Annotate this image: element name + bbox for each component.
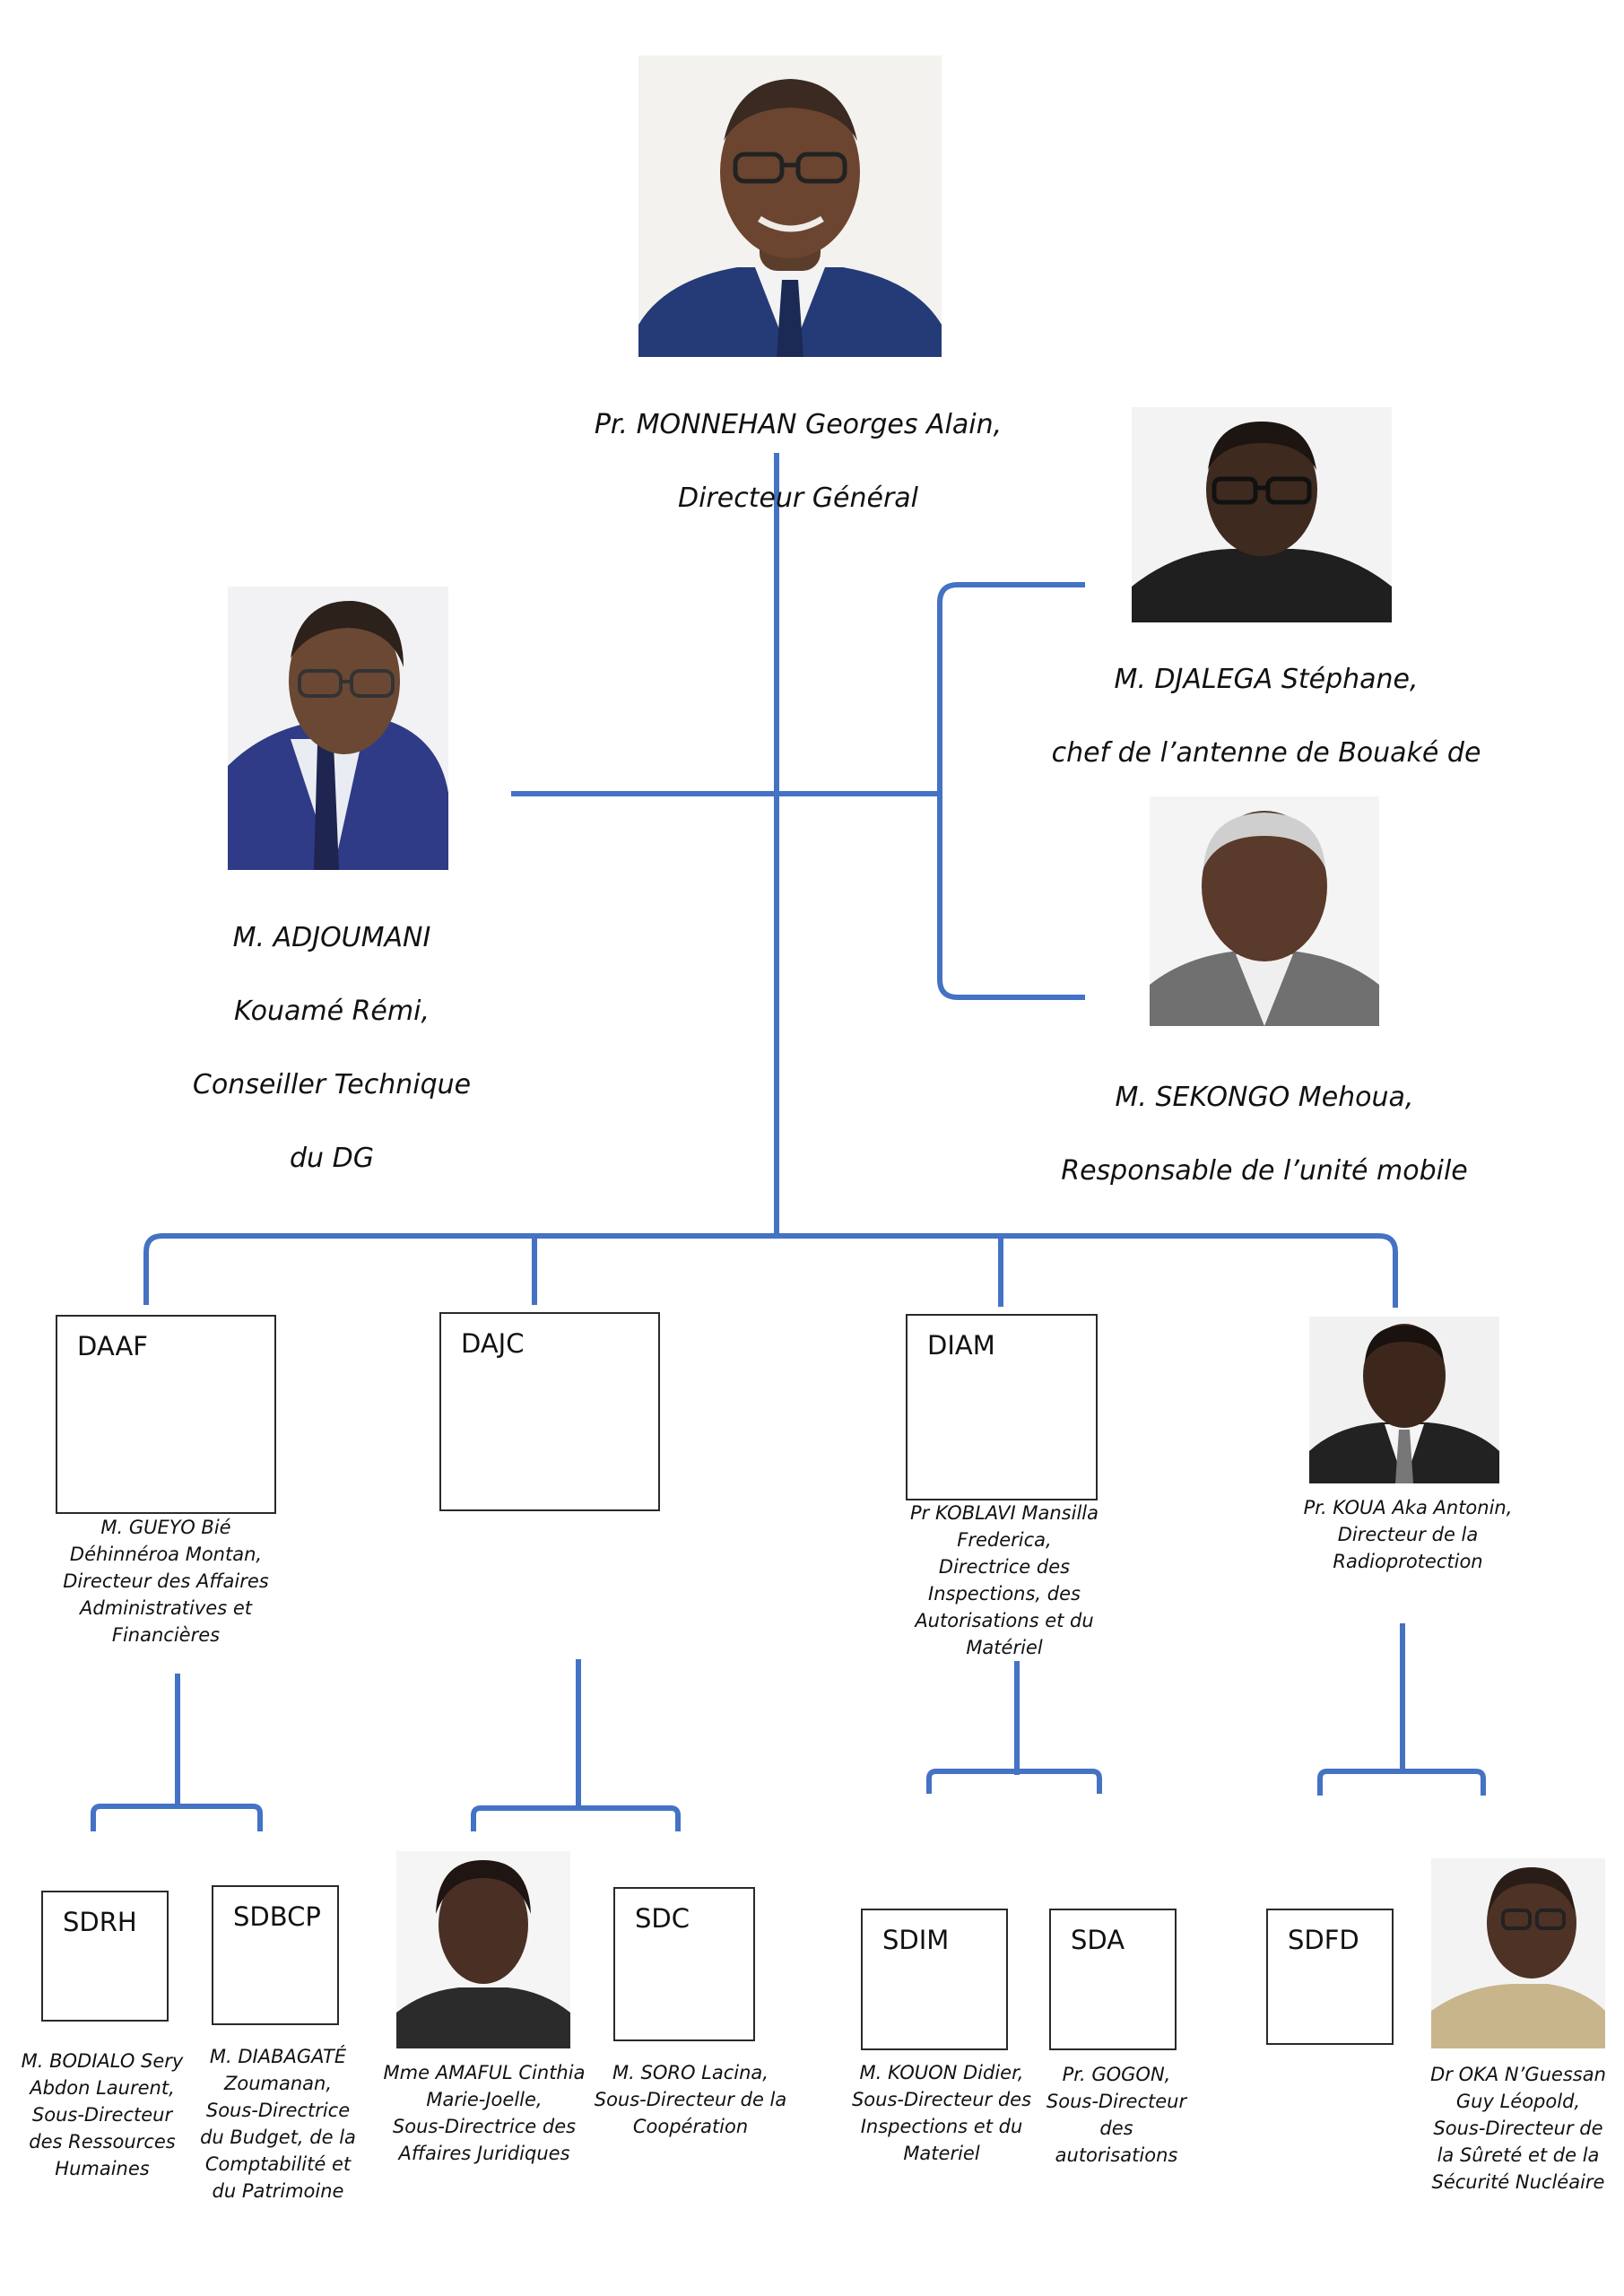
person-photo-icon [1309,1317,1499,1483]
subdirectorate-caption-sdrh: M. BODIALO Sery Abdon Laurent, Sous-Dire… [21,2050,184,2179]
director-general-name: Pr. MONNEHAN Georges Alain, [594,409,1003,440]
directorate-caption-daaf: M. GUEYO Bié Déhinnéroa Montan, Directeu… [63,1517,269,1646]
technical-advisor-name: M. ADJOUMANI [232,922,431,953]
subdirectorate-caption-sdbcp: M. DIABAGATÉ Zoumanan, Sous-Directrice d… [200,2046,356,2202]
subdirectorate-caption-legal-affairs: Mme AMAFUL Cinthia Marie-Joelle, Sous-Di… [383,2062,586,2164]
directorate-box-daaf[interactable]: DAAF [56,1315,276,1514]
director-general-caption: Pr. MONNEHAN Georges Alain, Directeur Gé… [538,370,1058,553]
director-general-photo [638,56,942,357]
radioprotection-bracket [1317,1769,1486,1796]
person-photo-icon [1132,407,1392,622]
director-general-title: Directeur Général [677,483,919,514]
person-photo-icon [1431,1858,1605,2048]
technical-advisor-title: Conseiller Technique [192,1069,472,1100]
subdirectorate-caption-sda: Pr. GOGON, Sous-Directeur des autorisati… [1046,2064,1187,2166]
legal-affairs-subdirector-photo [396,1851,570,2048]
subdirectorate-box-sdfd[interactable]: SDFD [1266,1909,1394,2045]
person-photo-icon [1150,796,1379,1026]
bouake-antenna-title: chef de l’antenne de Bouaké de [1051,737,1481,769]
directorate-code: DAJC [461,1328,525,1359]
directorate-code: DIAM [927,1330,995,1361]
directorate-box-dajc[interactable]: DAJC [439,1312,660,1511]
subdirectorate-box-sdrh[interactable]: SDRH [41,1891,169,2022]
daaf-bracket [91,1804,263,1831]
mobile-unit-title: Responsable de l’unité mobile [1061,1155,1468,1187]
person-photo-icon [228,587,448,870]
subdirectorate-code: SDC [635,1903,690,1934]
subdirectorate-caption-sdc: M. SORO Lacina, Sous-Directeur de la Coo… [594,2062,787,2137]
bouake-antenna-name: M. DJALEGA Stéphane, [1114,664,1419,695]
mobile-unit-name: M. SEKONGO Mehoua, [1115,1082,1414,1113]
subdirectorate-code: SDFD [1288,1925,1359,1955]
dajc-bracket [471,1805,681,1831]
technical-advisor-title-line2: du DG [290,1143,374,1174]
subdirectorate-box-sda[interactable]: SDA [1049,1909,1177,2050]
bouake-antenna-photo [1132,407,1392,622]
subdirectorate-code: SDA [1071,1925,1125,1955]
technical-advisor-caption: M. ADJOUMANI Kouamé Rémi, Conseiller Tec… [170,883,493,1213]
diam-bracket [926,1769,1102,1794]
technical-advisor-name-line2: Kouamé Rémi, [234,996,430,1027]
subdirectorate-box-sdim[interactable]: SDIM [861,1909,1008,2050]
mobile-unit-photo [1150,796,1379,1026]
subdirectorate-code: SDBCP [233,1901,321,1932]
subdirectorate-caption-nuclear-safety: Dr OKA N’Guessan Guy Léopold, Sous-Direc… [1430,2064,1606,2193]
right-bracket [937,582,1085,1000]
person-photo-icon [396,1851,570,2048]
radioprotection-director-photo [1309,1317,1499,1483]
subdirectorate-caption-sdim: M. KOUON Didier, Sous-Directeur des Insp… [851,2062,1032,2164]
subdirectorate-box-sdc[interactable]: SDC [613,1887,755,2041]
directorate-box-diam[interactable]: DIAM [906,1314,1098,1500]
person-photo-icon [638,56,942,357]
directorate-caption-radioprotection: Pr. KOUA Aka Antonin, Directeur de la Ra… [1303,1497,1513,1572]
subdirectorate-code: SDRH [63,1907,137,1937]
nuclear-safety-subdirector-photo [1431,1858,1605,2048]
directorate-code: DAAF [77,1331,148,1361]
mobile-unit-caption: M. SEKONGO Mehoua, Responsable de l’unit… [1049,1042,1480,1226]
technical-advisor-photo [228,587,448,870]
directorate-caption-diam: Pr KOBLAVI Mansilla Frederica, Directric… [910,1502,1099,1658]
subdirectorate-code: SDIM [882,1925,950,1955]
directorate-bar [143,1233,1398,1308]
subdirectorate-box-sdbcp[interactable]: SDBCP [212,1885,339,2025]
